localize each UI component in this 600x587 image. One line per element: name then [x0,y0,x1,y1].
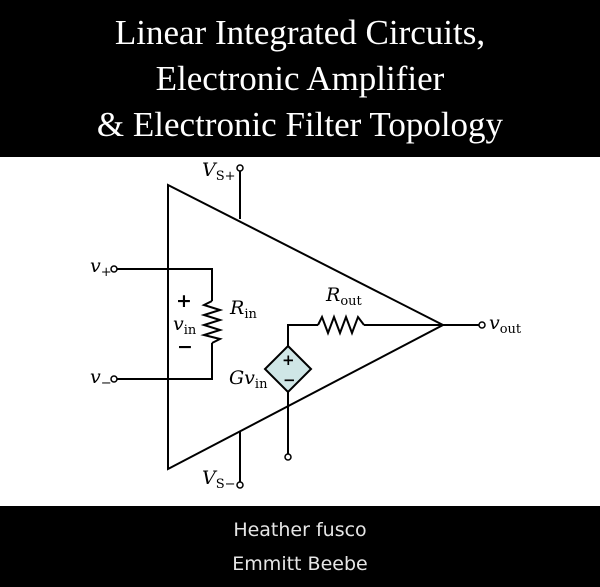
r-in-label: Rin [229,297,257,322]
author-1: Heather fusco [233,518,367,541]
author-2: Emmitt Beebe [232,552,368,575]
author-band: Heather fusco Emmitt Beebe [0,506,600,587]
v-plus-wire [117,268,213,301]
vs-plus-terminal [236,164,244,172]
r-out-label: Rout [325,284,363,309]
title-line-3: & Electronic Filter Topology [96,104,504,144]
input-minus-sign: − [177,336,193,358]
v-minus-label: v− [90,366,112,391]
vs-minus-label: VS− [202,467,236,492]
title-line-1: Linear Integrated Circuits, [114,12,486,52]
vs-plus-label: VS+ [202,159,236,184]
r-out-resistor [317,314,365,336]
source-plus-sign: + [282,351,295,369]
input-plus-sign: + [176,290,192,312]
v-minus-wire [117,343,213,380]
vs-minus-terminal [236,481,244,489]
ground-terminal [284,453,292,461]
source-minus-sign: − [283,371,296,389]
dependent-source-diamond [263,344,313,394]
r-in-resistor [200,300,224,344]
v-out-terminal [478,321,486,329]
v-plus-label: v+ [90,255,112,280]
gain-source-label: Gvin [229,367,268,392]
v-minus-terminal [110,375,118,383]
v-plus-terminal [110,265,118,273]
source-top-wire [287,324,318,346]
op-amp-diagram: VS+ VS− v+ v− vout Rin Rout vin Gvin + −… [0,157,600,506]
title-band: Linear Integrated Circuits, Electronic A… [0,0,600,157]
v-out-label: vout [489,312,522,337]
v-in-label: vin [173,313,197,338]
op-amp-circuit-svg: VS+ VS− v+ v− vout Rin Rout vin Gvin + −… [90,159,522,492]
title-line-2: Electronic Amplifier [155,58,445,98]
amplifier-triangle [167,183,446,471]
